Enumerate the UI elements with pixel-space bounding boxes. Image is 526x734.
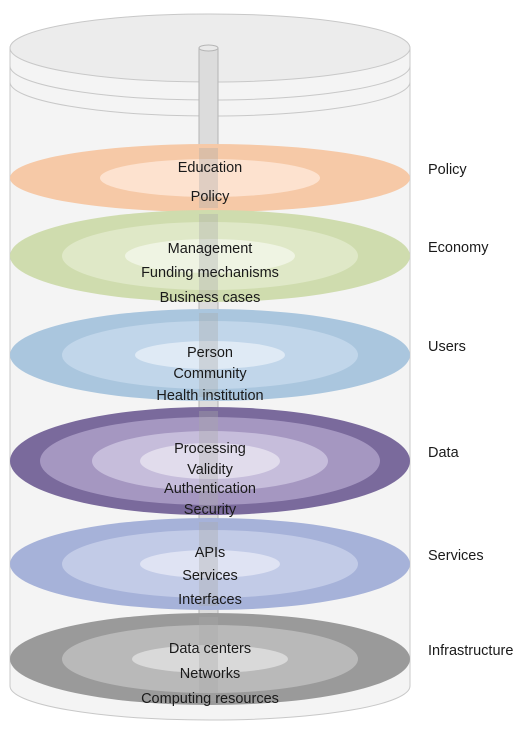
layer-economy-ring-3 [125, 239, 295, 273]
layer-infrastructure-item: Data centers [169, 641, 251, 657]
layer-data-pipe-segment [199, 411, 218, 511]
layer-infrastructure-side-label: Infrastructure [428, 643, 513, 659]
layer-services-ring-3 [140, 550, 280, 578]
layer-services-item: Services [182, 568, 238, 584]
layer-economy-side-label: Economy [428, 240, 489, 256]
layer-data: ProcessingValidityAuthenticationSecurity… [10, 407, 460, 518]
layer-policy-ring-2 [100, 159, 320, 197]
layer-economy-item: Management [168, 241, 253, 257]
layer-users-side-label: Users [428, 339, 466, 355]
layer-infrastructure-item: Computing resources [141, 691, 279, 707]
layer-policy-pipe-segment [199, 148, 218, 208]
layer-data-ring-4 [140, 443, 280, 479]
layer-data-item: Validity [187, 462, 233, 478]
layer-economy-item: Business cases [160, 290, 261, 306]
layer-data-item: Security [184, 502, 237, 518]
layer-policy-side-label: Policy [428, 162, 467, 178]
layer-data-side-label: Data [428, 445, 460, 461]
layer-users-pipe-segment [199, 313, 218, 397]
layer-economy-item: Funding mechanisms [141, 265, 279, 281]
layer-data-item: Authentication [164, 481, 256, 497]
layer-policy-item: Education [178, 160, 243, 176]
layer-services-item: APIs [195, 545, 226, 561]
layer-services-pipe-segment [199, 522, 218, 606]
layer-users-item: Health institution [156, 388, 263, 404]
layer-policy-item: Policy [191, 189, 230, 205]
layer-services-side-label: Services [428, 548, 484, 564]
layer-data-item: Processing [174, 441, 246, 457]
layer-infrastructure-pipe-segment [199, 617, 218, 701]
layer-users-item: Person [187, 345, 233, 361]
layer-users-item: Community [173, 366, 247, 382]
layer-users-ring-3 [135, 341, 285, 369]
layer-infrastructure-ring-3 [132, 645, 288, 673]
layer-economy-pipe-segment [199, 214, 218, 298]
central-axis-pipe-top [198, 44, 219, 52]
layer-infrastructure-item: Networks [180, 666, 240, 682]
layer-services-item: Interfaces [178, 592, 242, 608]
